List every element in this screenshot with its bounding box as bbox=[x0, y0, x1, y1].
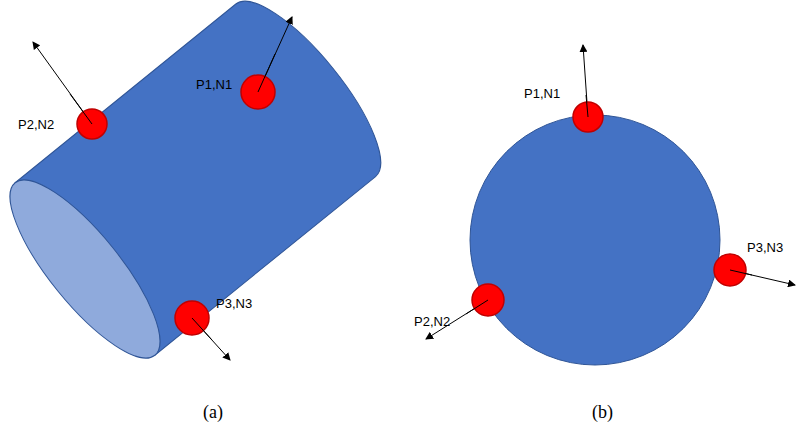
point-label: P1,N1 bbox=[524, 86, 560, 101]
point-label: P2,N2 bbox=[18, 117, 54, 132]
point-label: P1,N1 bbox=[196, 77, 232, 92]
cylinder bbox=[0, 0, 403, 377]
normal-arrow bbox=[192, 318, 230, 360]
cross-section bbox=[470, 115, 720, 365]
normal-arrow bbox=[33, 42, 92, 124]
point-label: P2,N2 bbox=[414, 314, 450, 329]
subfigure-caption: (a) bbox=[203, 402, 223, 423]
point-label: P3,N3 bbox=[216, 296, 252, 311]
normal-arrow bbox=[258, 17, 292, 92]
point-label: P3,N3 bbox=[747, 240, 783, 255]
subfigure-caption: (b) bbox=[592, 402, 613, 423]
